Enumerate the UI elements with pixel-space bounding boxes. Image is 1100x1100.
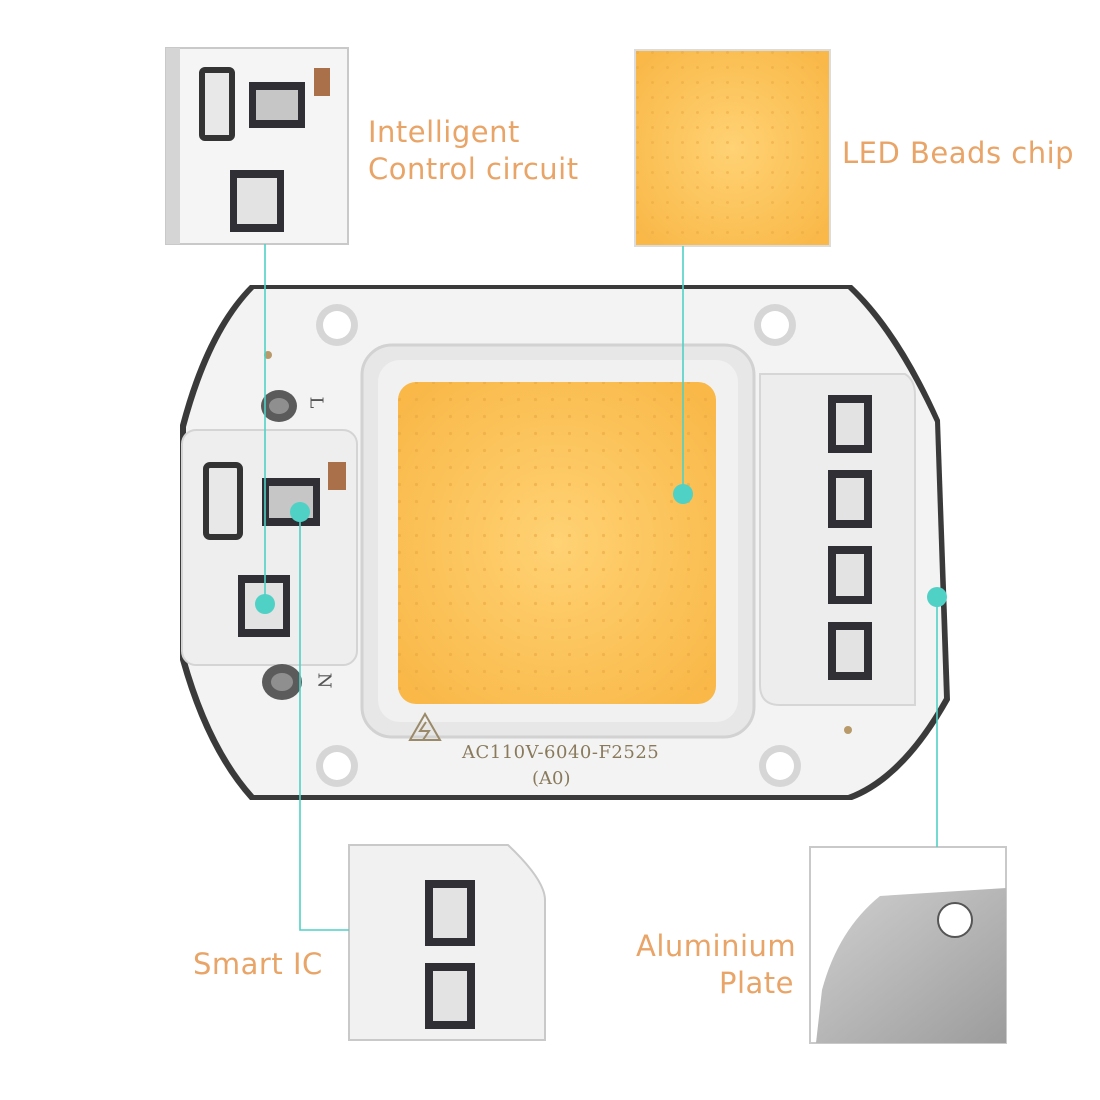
label-aluminium-plate: Aluminium Plate bbox=[636, 928, 797, 1002]
inset-aluminium-plate bbox=[809, 846, 1007, 1044]
model-number: AC110V-6040-F2525 bbox=[462, 742, 660, 763]
label-control-circuit-line2: Control circuit bbox=[368, 152, 579, 186]
inset-control-circuit bbox=[165, 47, 349, 245]
led-chip bbox=[360, 343, 756, 739]
label-control-circuit-line1: Intelligent bbox=[368, 115, 520, 149]
leader-lines bbox=[264, 244, 938, 931]
label-led-beads: LED Beads chip bbox=[842, 136, 1075, 170]
model-revision: (A0) bbox=[532, 768, 571, 789]
label-aluminium-line2: Plate bbox=[718, 966, 794, 1000]
inset-smart-ic bbox=[348, 844, 546, 1041]
leader-dots bbox=[255, 484, 947, 614]
label-smart-ic: Smart IC bbox=[193, 947, 323, 981]
terminal-l-mark: L bbox=[305, 396, 327, 409]
high-voltage-warning-icon bbox=[408, 711, 442, 741]
terminal-n-mark: N bbox=[313, 672, 335, 689]
label-aluminium-line1: Aluminium bbox=[636, 929, 797, 963]
label-control-circuit: Intelligent Control circuit bbox=[368, 114, 579, 188]
control-circuit-panel bbox=[181, 390, 358, 700]
inset-led-beads bbox=[634, 49, 831, 247]
ic-strip bbox=[759, 373, 916, 706]
